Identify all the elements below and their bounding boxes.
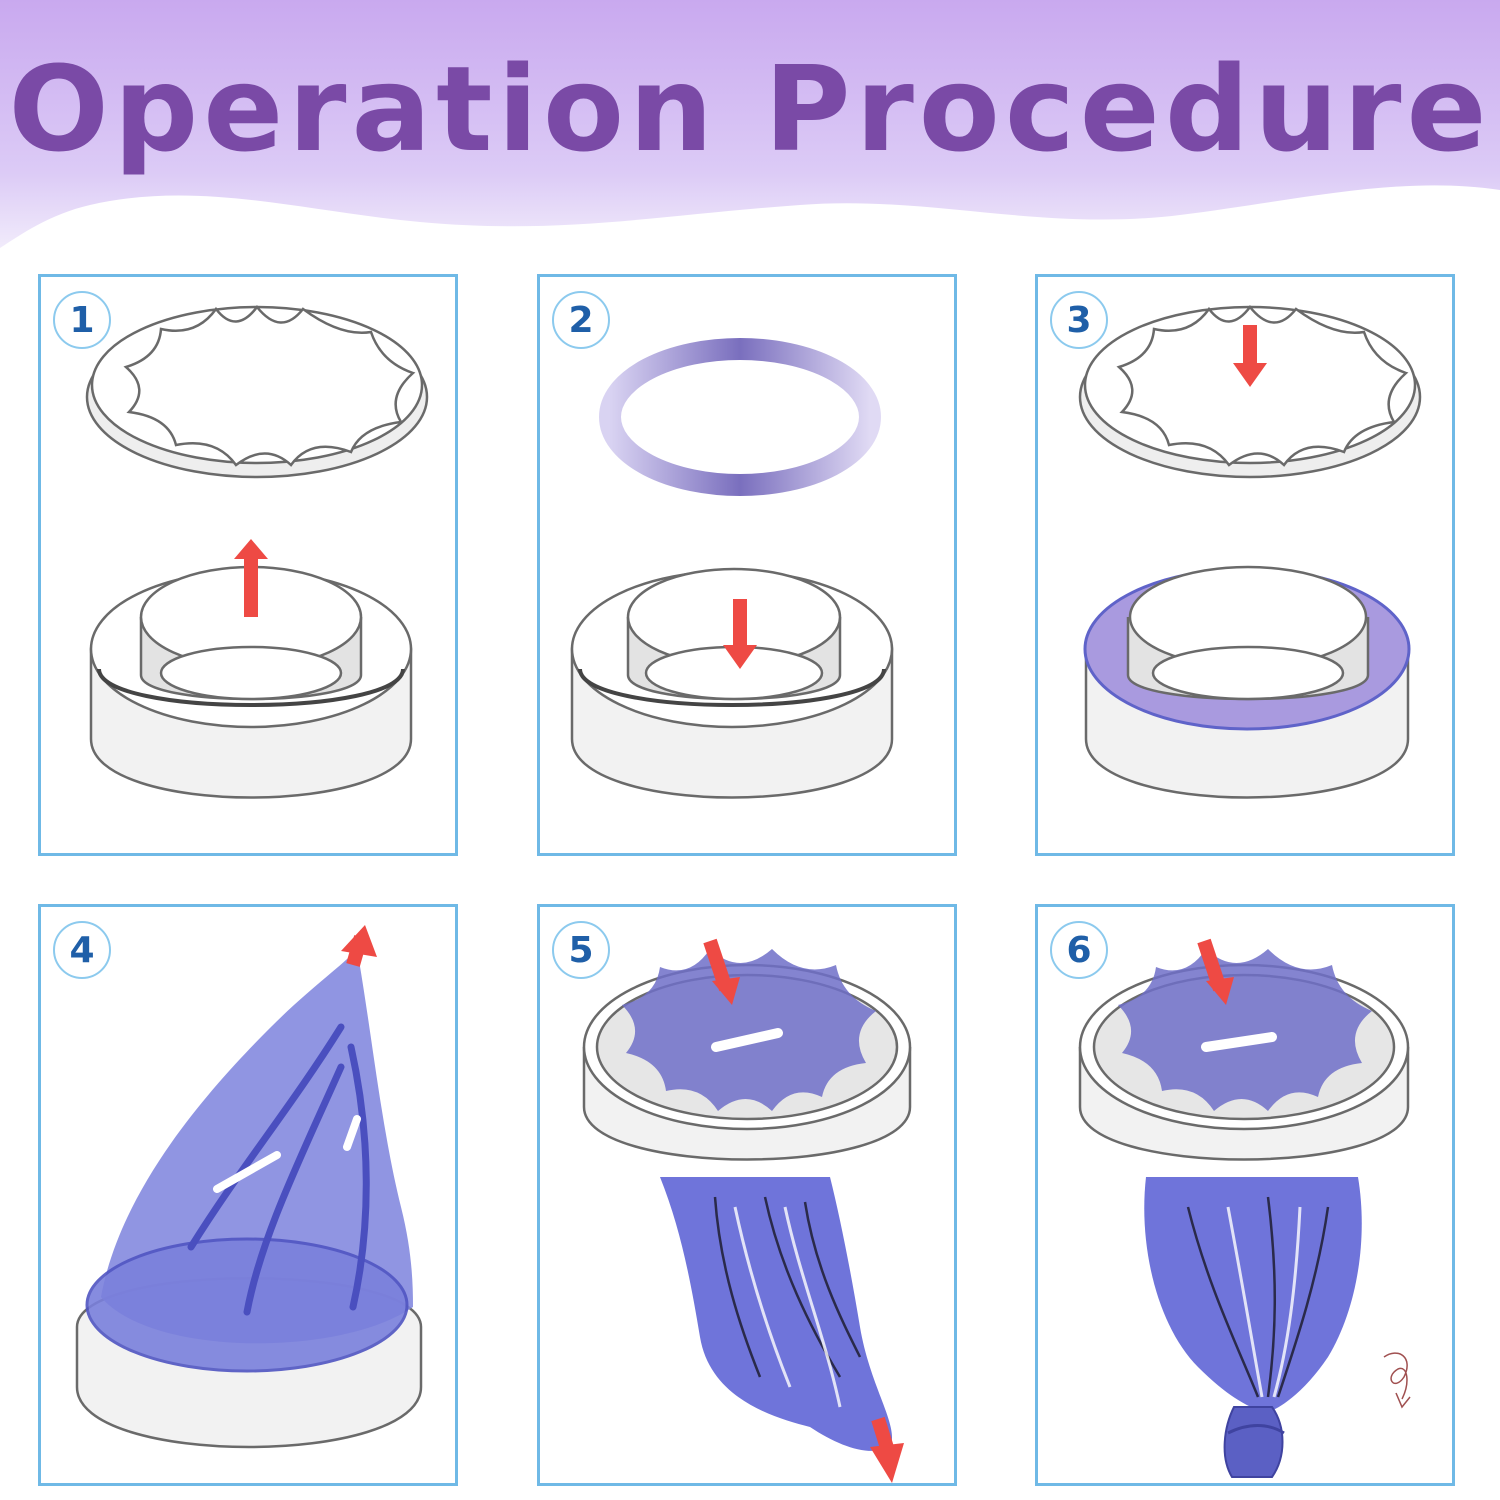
push-bag-through-icon: [582, 938, 912, 1483]
step-panel-6: 6: [1035, 904, 1455, 1486]
step-panel-2: 2: [537, 274, 957, 856]
step-panel-4: 4: [38, 904, 458, 1486]
step-number-badge: 1: [53, 291, 111, 349]
step-number-badge: 2: [552, 291, 610, 349]
lift-inner-lid-icon: [85, 304, 429, 799]
step-panel-1: 1: [38, 274, 458, 856]
step-number-badge: 3: [1050, 291, 1108, 349]
step-number-badge: 6: [1050, 921, 1108, 979]
header-banner: Operation Procedure: [0, 0, 1500, 270]
step-panel-3: 3: [1035, 274, 1455, 856]
ring-seated-lid-drop-icon: [1078, 304, 1422, 799]
pull-bag-up-icon: [75, 925, 423, 1449]
step-number-badge: 5: [552, 921, 610, 979]
purple-ring-insert-icon: [570, 338, 894, 799]
tie-bag-knot-icon: [1078, 938, 1411, 1478]
wave-background: [0, 0, 1500, 248]
step-panel-5: 5: [537, 904, 957, 1486]
page-title: Operation Procedure: [8, 40, 1492, 178]
step-number-badge: 4: [53, 921, 111, 979]
